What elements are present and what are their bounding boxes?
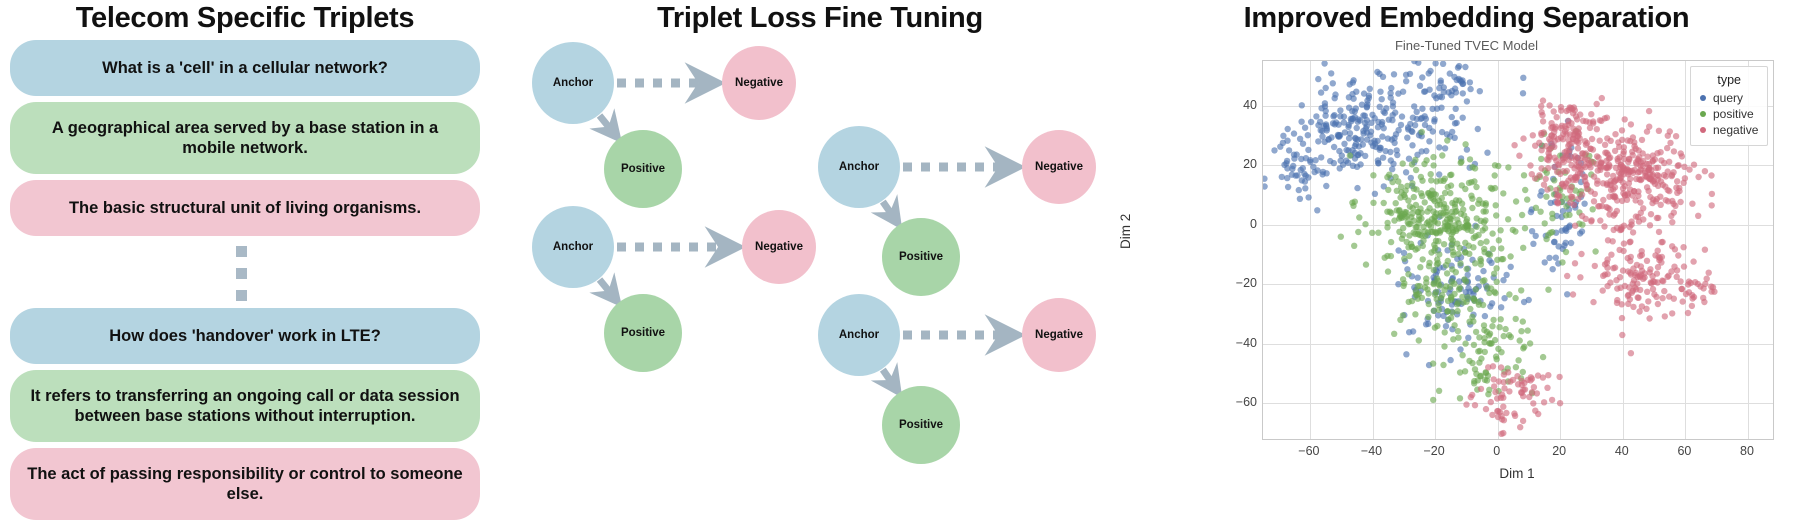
divider-dot-1 bbox=[236, 246, 247, 257]
divider-dot-3 bbox=[236, 290, 247, 301]
triplet-query-pill-2: How does 'handover' work in LTE? bbox=[10, 308, 480, 364]
scatter-points bbox=[1263, 61, 1718, 437]
triplet-query-pill-1: What is a 'cell' in a cellular network? bbox=[10, 40, 480, 96]
node-positive-4: Positive bbox=[882, 386, 960, 464]
grid-v-3 bbox=[1497, 61, 1499, 439]
node-anchor-3: Anchor bbox=[818, 126, 900, 208]
legend-entry-negative: negative bbox=[1700, 122, 1758, 138]
node-negative-2: Negative bbox=[742, 210, 816, 284]
legend-dot-query bbox=[1700, 95, 1706, 101]
points-layer bbox=[1263, 61, 1718, 437]
y-tick-2: 0 bbox=[1250, 216, 1257, 231]
y-axis-label: Dim 2 bbox=[1118, 213, 1133, 249]
node-negative-3: Negative bbox=[1022, 130, 1096, 204]
legend-label-positive: positive bbox=[1713, 107, 1754, 121]
edge-anchor-positive-2 bbox=[589, 272, 623, 308]
right-panel-title: Improved Embedding Separation bbox=[1243, 2, 1690, 34]
edge-anchor-positive-1 bbox=[589, 108, 623, 144]
x-tick-0: −60 bbox=[1298, 444, 1320, 458]
legend-dot-negative bbox=[1700, 127, 1706, 133]
x-axis-label: Dim 1 bbox=[1499, 466, 1535, 481]
y-tick-3: −20 bbox=[1235, 276, 1257, 291]
node-positive-3: Positive bbox=[882, 218, 960, 296]
grid-v-6 bbox=[1685, 61, 1687, 439]
node-negative-1: Negative bbox=[722, 46, 796, 120]
edge-anchor-positive-4 bbox=[870, 362, 903, 398]
legend-label-query: query bbox=[1713, 91, 1744, 105]
x-tick-2: −20 bbox=[1423, 444, 1445, 458]
legend-dot-positive bbox=[1700, 111, 1706, 117]
x-tick-6: 60 bbox=[1677, 444, 1692, 458]
y-tick-0: 40 bbox=[1243, 97, 1257, 112]
node-anchor-2: Anchor bbox=[532, 206, 614, 288]
grid-h-3 bbox=[1263, 284, 1773, 286]
grid-h-2 bbox=[1263, 224, 1773, 226]
node-negative-4: Negative bbox=[1022, 298, 1096, 372]
triplet-positive-pill-1: A geographical area served by a base sta… bbox=[10, 102, 480, 174]
left-panel-title: Telecom Specific Triplets bbox=[75, 2, 415, 34]
node-anchor-4: Anchor bbox=[818, 294, 900, 376]
node-anchor-1: Anchor bbox=[532, 42, 614, 124]
triplet-positive-pill-2: It refers to transferring an ongoing cal… bbox=[10, 370, 480, 442]
grid-v-7 bbox=[1748, 61, 1749, 439]
chart-legend: type query positive negative bbox=[1690, 66, 1769, 146]
node-positive-1: Positive bbox=[604, 130, 682, 208]
y-tick-5: −60 bbox=[1235, 395, 1257, 410]
x-tick-1: −40 bbox=[1360, 444, 1383, 458]
legend-entry-positive: positive bbox=[1700, 106, 1758, 122]
plot-area bbox=[1262, 60, 1774, 440]
triplet-loss-graph-panel: Anchor Negative Positive Anchor Negative… bbox=[500, 34, 1130, 532]
grid-h-1 bbox=[1263, 165, 1773, 167]
triplet-negative-pill-1: The basic structural unit of living orga… bbox=[10, 180, 480, 236]
triplet-edges bbox=[589, 62, 1027, 398]
x-tick-3: 0 bbox=[1493, 444, 1501, 458]
divider-dot-2 bbox=[236, 268, 247, 279]
y-tick-4: −40 bbox=[1235, 335, 1257, 350]
legend-entry-query: query bbox=[1700, 90, 1758, 106]
x-axis-ticks: −60 −40 −20 0 20 40 60 80 bbox=[1262, 444, 1772, 464]
x-tick-7: 80 bbox=[1740, 444, 1754, 458]
grid-v-1 bbox=[1372, 61, 1374, 439]
triplet-negative-pill-2: The act of passing responsibility or con… bbox=[10, 448, 480, 520]
legend-title: type bbox=[1717, 73, 1741, 87]
triplet-examples-panel: What is a 'cell' in a cellular network? … bbox=[0, 40, 492, 532]
grid-h-5 bbox=[1263, 403, 1773, 405]
grid-v-0 bbox=[1309, 61, 1311, 439]
embedding-scatter-panel: Fine-Tuned TVEC Model 40 20 0 −20 −40 −60 −60… bbox=[1118, 34, 1808, 532]
grid-h-0 bbox=[1263, 105, 1773, 107]
y-tick-1: 20 bbox=[1243, 157, 1257, 172]
legend-label-negative: negative bbox=[1713, 123, 1759, 137]
mid-panel-title: Triplet Loss Fine Tuning bbox=[657, 2, 983, 34]
x-tick-5: 40 bbox=[1614, 444, 1629, 458]
node-positive-2: Positive bbox=[604, 294, 682, 372]
chart-subtitle: Fine-Tuned TVEC Model bbox=[1394, 38, 1539, 53]
y-axis-ticks: 40 20 0 −20 −40 −60 bbox=[1209, 60, 1257, 438]
edge-anchor-positive-3 bbox=[870, 194, 903, 230]
x-tick-4: 20 bbox=[1552, 444, 1567, 458]
grid-h-4 bbox=[1263, 343, 1773, 345]
